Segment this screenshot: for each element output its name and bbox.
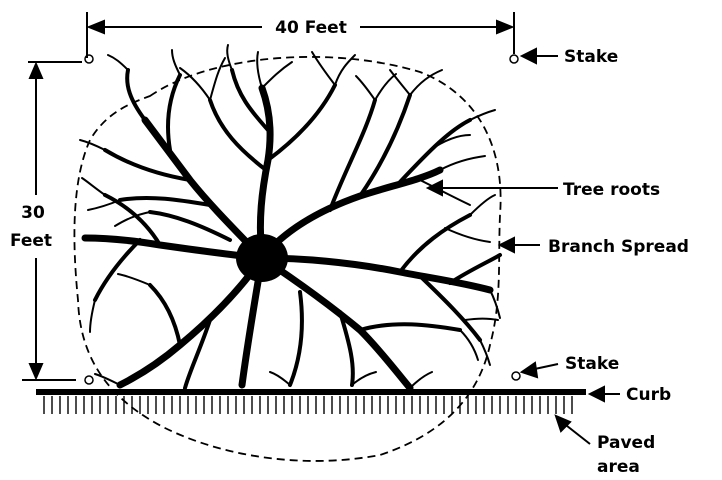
stake-bottom-label: Stake bbox=[565, 354, 619, 374]
stake-top-label: Stake bbox=[564, 47, 618, 67]
paved-area-label-line1: Paved bbox=[597, 433, 655, 453]
branch-spread-label: Branch Spread bbox=[548, 237, 689, 257]
height-number: 30 bbox=[21, 203, 45, 223]
width-label: 40 Feet bbox=[275, 18, 347, 38]
height-unit: Feet bbox=[10, 231, 52, 251]
curb-label: Curb bbox=[626, 385, 671, 405]
paved-area-label-line2: area bbox=[597, 457, 640, 477]
stake-bottom-right bbox=[512, 372, 520, 380]
tree-roots-drawing bbox=[80, 45, 500, 388]
paved-area-hatching bbox=[44, 396, 572, 414]
stake-bottom-left bbox=[85, 376, 93, 384]
stake-top-right bbox=[510, 55, 518, 63]
tree-roots-label: Tree roots bbox=[563, 180, 660, 200]
